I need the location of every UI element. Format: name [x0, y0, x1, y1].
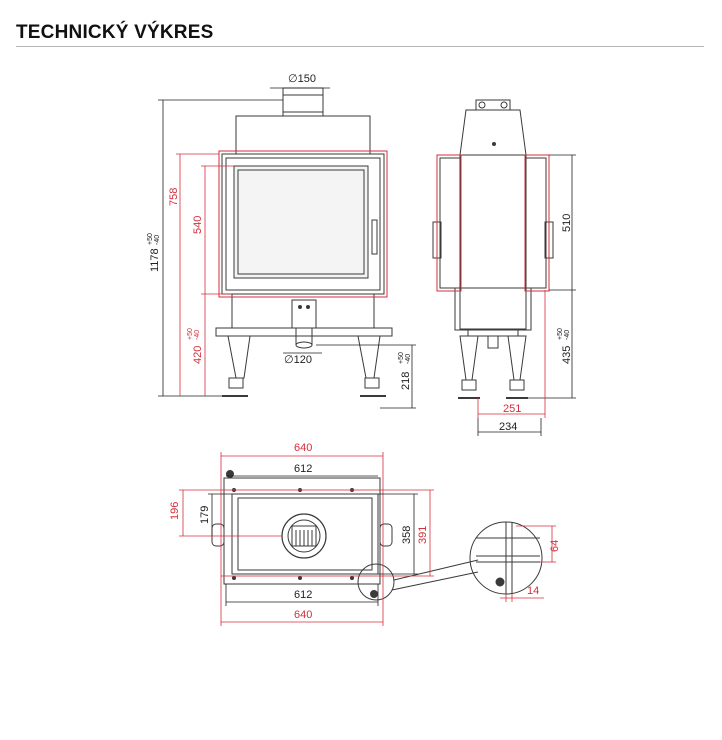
stove-top-body	[235, 115, 371, 155]
dim-side-depth-body: 234	[499, 421, 517, 433]
title-divider	[16, 46, 704, 47]
side-dimensions	[477, 154, 576, 436]
top-left-lug	[211, 523, 225, 547]
detail-view	[469, 521, 543, 595]
dim-base-height: 420	[192, 346, 204, 364]
dim-side-leg-tol-minus: -40	[564, 330, 571, 340]
dim-top-inner-width: 612	[294, 463, 312, 475]
side-main-body	[459, 154, 527, 330]
side-left-leg	[459, 335, 479, 381]
top-view	[211, 470, 479, 601]
air-inlet-box	[291, 299, 317, 329]
dim-base-tol-minus: -40	[194, 330, 201, 340]
left-leg	[227, 335, 251, 379]
dim-bottom-outer-width: 640	[294, 609, 312, 621]
dim-side-door-height: 510	[561, 214, 573, 232]
page-title: TECHNICKÝ VÝKRES	[16, 22, 214, 43]
dim-detail-14: 14	[527, 585, 539, 597]
front-view	[215, 87, 393, 397]
dim-side-leg-tol-plus: +50	[557, 328, 564, 340]
side-top-body	[459, 109, 527, 156]
side-right-door	[525, 157, 547, 289]
dim-air-inlet-height: 218	[400, 372, 412, 390]
dim-flue-diameter: ∅150	[288, 73, 316, 85]
dim-glass-height: 540	[192, 216, 204, 234]
dim-air-diameter: ∅120	[284, 354, 312, 366]
dim-air-tol-minus: -40	[405, 354, 412, 364]
dim-top-196: 196	[169, 502, 181, 520]
dim-top-391: 391	[417, 526, 429, 544]
left-foot	[228, 377, 244, 389]
top-plate-highlight	[220, 489, 384, 577]
side-right-leg	[507, 335, 527, 381]
dim-side-leg-height: 435	[561, 346, 573, 364]
dim-base-tol-plus: +50	[187, 328, 194, 340]
front-dimensions	[158, 87, 416, 409]
dim-total-tol-minus: -40	[154, 235, 161, 245]
side-right-door-highlight	[524, 154, 550, 292]
side-flue	[475, 99, 511, 111]
door-frame-highlight	[218, 150, 388, 298]
right-leg	[357, 335, 381, 379]
dim-total-height: 1178	[149, 248, 161, 272]
dim-air-tol-plus: +50	[398, 352, 405, 364]
side-left-door-highlight	[436, 154, 462, 292]
dim-side-depth-outer: 251	[503, 403, 521, 415]
right-foot	[364, 377, 380, 389]
base-plate	[215, 327, 393, 337]
top-right-lug	[379, 523, 393, 547]
top-dimensions	[179, 452, 434, 626]
dim-total-tol-plus: +50	[147, 233, 154, 245]
detail-dimensions	[500, 525, 556, 602]
dim-bottom-inner-width: 612	[294, 589, 312, 601]
dim-top-358: 358	[401, 526, 413, 544]
side-left-door	[439, 157, 461, 289]
door-handle	[371, 219, 378, 255]
dim-door-frame-height: 758	[168, 188, 180, 206]
glass-panel	[233, 165, 369, 279]
side-view	[432, 99, 554, 399]
dim-top-outer-width: 640	[294, 442, 312, 454]
dim-detail-64: 64	[549, 540, 561, 552]
dim-top-179: 179	[199, 506, 211, 524]
